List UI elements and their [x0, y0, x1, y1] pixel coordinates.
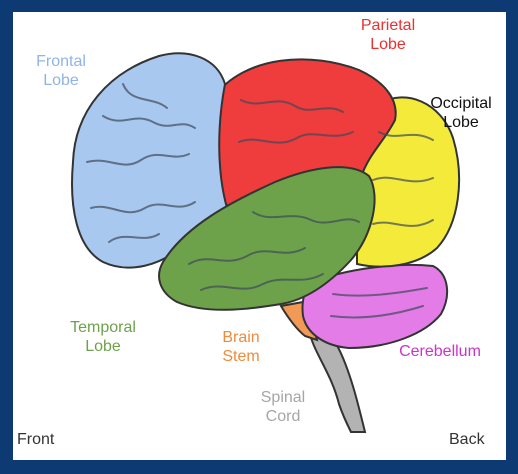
frontal-lobe-label: Frontal Lobe: [31, 52, 91, 90]
parietal-lobe-label-line1: Parietal: [353, 16, 423, 35]
spinal-cord-label-line1: Spinal: [253, 388, 313, 407]
brain-stem-label: Brain Stem: [211, 328, 271, 366]
spinal-cord-label: Spinal Cord: [253, 388, 313, 426]
back-direction-label: Back: [449, 430, 499, 449]
temporal-lobe-label-line1: Temporal: [61, 318, 145, 337]
spinal-cord-label-line2: Cord: [253, 407, 313, 426]
occipital-lobe-label-line1: Occipital: [421, 94, 501, 113]
brain-stem-label-line2: Stem: [211, 347, 271, 366]
temporal-lobe-label: Temporal Lobe: [61, 318, 145, 356]
brain-stem-label-line1: Brain: [211, 328, 271, 347]
occipital-lobe-label: Occipital Lobe: [421, 94, 501, 132]
cerebellum-label: Cerebellum: [385, 342, 495, 361]
frontal-lobe-label-line2: Lobe: [31, 71, 91, 90]
temporal-lobe-label-line2: Lobe: [61, 337, 145, 356]
cerebellum-label-text: Cerebellum: [385, 342, 495, 361]
frontal-lobe-label-line1: Frontal: [31, 52, 91, 71]
occipital-lobe-label-line2: Lobe: [421, 113, 501, 132]
parietal-lobe-label-line2: Lobe: [353, 35, 423, 54]
front-direction-label: Front: [17, 430, 67, 449]
diagram-panel: Frontal Lobe Parietal Lobe Occipital Lob…: [13, 12, 506, 460]
parietal-lobe-label: Parietal Lobe: [353, 16, 423, 54]
